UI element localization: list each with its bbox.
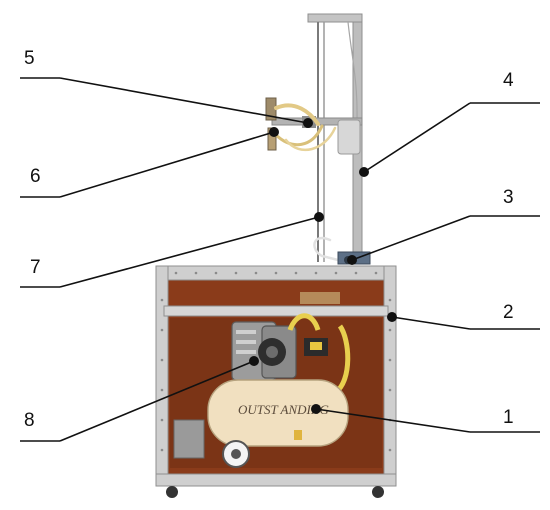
callout-numbers: 1 2 3 4 5 6 7 8: [24, 48, 514, 431]
callout-number-4: 4: [503, 70, 514, 91]
leader-line-2: [391, 316, 471, 330]
apparatus-illustration: OUTST ANDING: [155, 13, 397, 498]
callout-number-7: 7: [30, 257, 41, 278]
callout-number-3: 3: [503, 187, 514, 208]
callout-number-8: 8: [24, 410, 35, 431]
control-box: [173, 419, 205, 459]
callout-number-1: 1: [503, 407, 514, 428]
tank-brand-text: OUTST ANDING: [238, 402, 330, 417]
leader-dot-1: [311, 404, 321, 414]
callout-leaders: [20, 77, 540, 442]
air-tubing: [274, 103, 348, 264]
leader-dot-3: [347, 255, 357, 265]
leader-dot-8: [249, 356, 259, 366]
leader-line-8: [59, 360, 255, 442]
leader-line-7: [59, 216, 320, 288]
callout-number-6: 6: [30, 166, 41, 187]
leader-line-1: [315, 408, 471, 433]
leader-dot-2: [387, 312, 397, 322]
leader-dot-4: [359, 167, 369, 177]
leader-dot-5: [303, 118, 313, 128]
callout-number-2: 2: [503, 302, 514, 323]
leader-line-3: [351, 215, 471, 261]
leader-line-5: [59, 77, 309, 124]
leader-dot-6: [269, 127, 279, 137]
leader-dot-7: [314, 212, 324, 222]
air-tank: OUTST ANDING: [207, 379, 349, 468]
callout-number-5: 5: [24, 48, 35, 69]
leader-line-6: [59, 131, 275, 198]
leader-line-4: [363, 102, 471, 173]
